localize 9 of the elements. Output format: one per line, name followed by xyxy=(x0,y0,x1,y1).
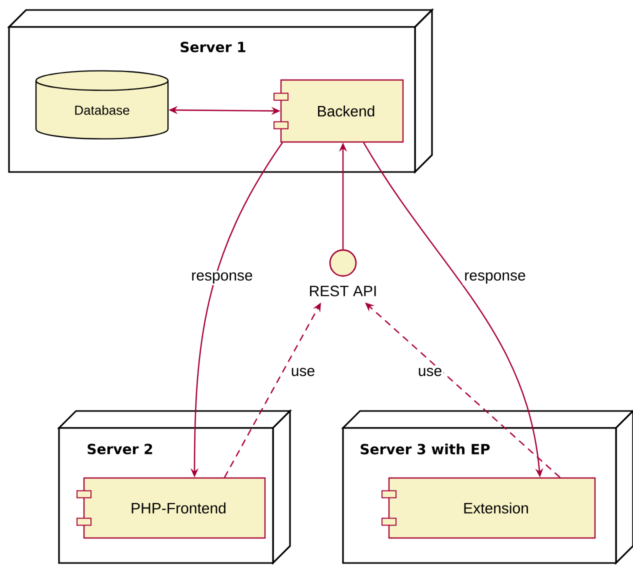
component-box: Extension xyxy=(382,477,596,539)
edge-label: use xyxy=(289,366,317,378)
component-box: Backend xyxy=(274,79,404,143)
edge-label: response xyxy=(190,270,254,286)
database-cylinder: Database xyxy=(35,70,169,140)
component-box: PHP-Frontend xyxy=(76,477,266,539)
edge-label: response xyxy=(462,270,528,286)
interface-label: REST API xyxy=(310,286,376,296)
edge-label: use xyxy=(416,366,444,378)
